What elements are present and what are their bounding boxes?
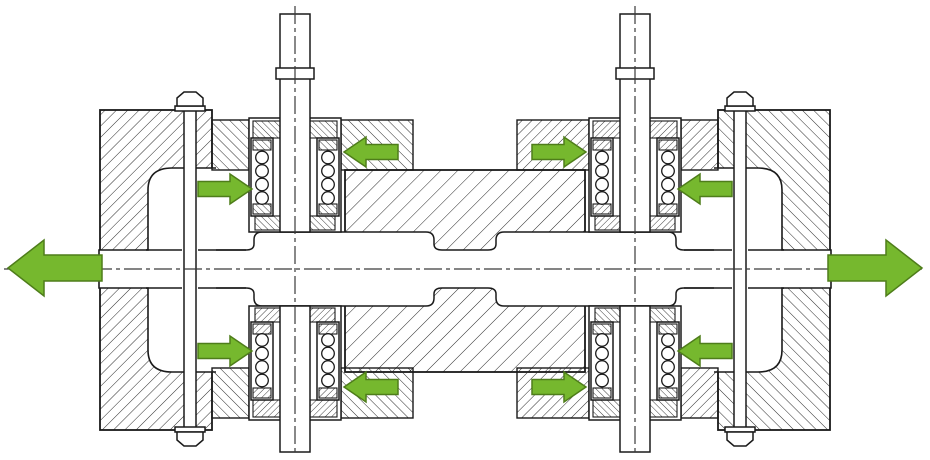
upper-left-inner-load-arrow bbox=[342, 135, 399, 169]
upper-right-outer-load-arrow bbox=[676, 172, 733, 206]
main-load-arrow-left bbox=[6, 238, 103, 298]
force-arrow-layer bbox=[6, 135, 924, 404]
channel-edge-segments bbox=[146, 249, 784, 289]
centerlines bbox=[4, 6, 926, 454]
lower-left-outer-load-arrow bbox=[197, 334, 254, 368]
lower-left-inner-load-arrow bbox=[342, 370, 399, 404]
upper-left-outer-load-arrow bbox=[197, 172, 254, 206]
lower-right-inner-load-arrow bbox=[531, 370, 588, 404]
upper-right-inner-load-arrow bbox=[531, 135, 588, 169]
lower-right-outer-load-arrow bbox=[676, 334, 733, 368]
main-load-arrow-right bbox=[827, 238, 924, 298]
horizontal-channel-outline bbox=[146, 231, 784, 307]
